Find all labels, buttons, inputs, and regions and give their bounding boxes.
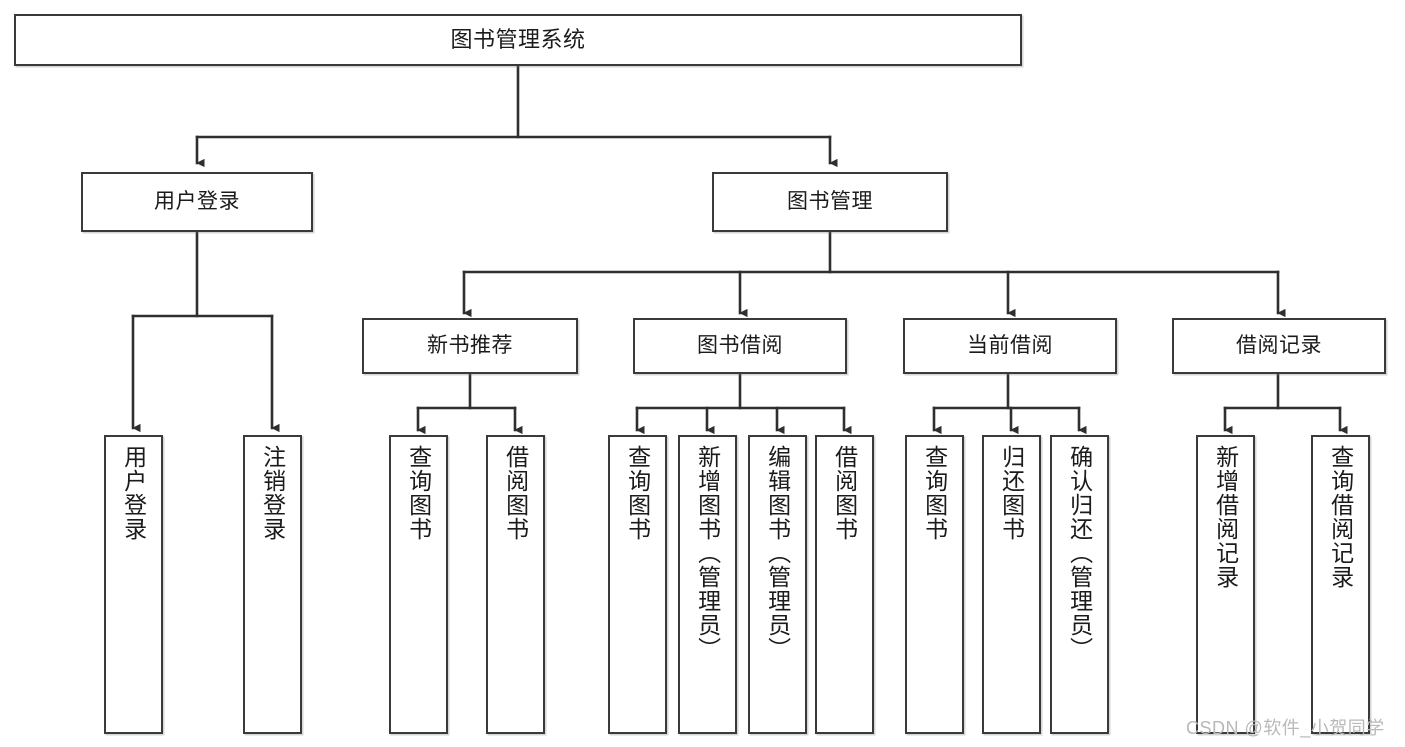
leaf-borrow-book-recommend[interactable]: 借阅图书 bbox=[486, 435, 545, 734]
leaf-return-book[interactable]: 归还图书 bbox=[982, 435, 1041, 734]
node-book-manage[interactable]: 图书管理 bbox=[712, 172, 948, 232]
node-root-system[interactable]: 图书管理系统 bbox=[14, 14, 1022, 66]
leaf-user-login-label: 用户登录 bbox=[120, 445, 147, 541]
node-book-manage-label: 图书管理 bbox=[787, 190, 873, 214]
leaf-query-book-recommend-label: 查询图书 bbox=[405, 445, 432, 541]
leaf-query-borrow-record[interactable]: 查询借阅记录 bbox=[1311, 435, 1370, 734]
node-borrow-record[interactable]: 借阅记录 bbox=[1172, 318, 1386, 374]
leaf-confirm-return-admin-label: 确认归还（管理员） bbox=[1066, 445, 1093, 661]
node-new-book-recommend-label: 新书推荐 bbox=[427, 334, 513, 358]
leaf-query-book-current[interactable]: 查询图书 bbox=[905, 435, 964, 734]
leaf-add-borrow-record[interactable]: 新增借阅记录 bbox=[1196, 435, 1255, 734]
leaf-query-borrow-record-label: 查询借阅记录 bbox=[1327, 445, 1354, 589]
leaf-edit-book-admin-label: 编辑图书（管理员） bbox=[764, 445, 791, 661]
node-borrow-record-label: 借阅记录 bbox=[1236, 334, 1322, 358]
leaf-add-book-admin[interactable]: 新增图书（管理员） bbox=[678, 435, 737, 734]
leaf-query-book-borrow[interactable]: 查询图书 bbox=[608, 435, 667, 734]
leaf-logout[interactable]: 注销登录 bbox=[243, 435, 302, 734]
leaf-query-book-current-label: 查询图书 bbox=[921, 445, 948, 541]
leaf-return-book-label: 归还图书 bbox=[998, 445, 1025, 541]
leaf-logout-label: 注销登录 bbox=[259, 445, 286, 541]
node-new-book-recommend[interactable]: 新书推荐 bbox=[362, 318, 578, 374]
leaf-query-book-recommend[interactable]: 查询图书 bbox=[389, 435, 448, 734]
node-user-login[interactable]: 用户登录 bbox=[81, 172, 313, 232]
node-book-borrow-label: 图书借阅 bbox=[697, 334, 783, 358]
node-user-login-label: 用户登录 bbox=[154, 190, 240, 214]
leaf-borrow-book-borrow[interactable]: 借阅图书 bbox=[815, 435, 874, 734]
leaf-borrow-book-recommend-label: 借阅图书 bbox=[502, 445, 529, 541]
node-current-borrow-label: 当前借阅 bbox=[967, 334, 1053, 358]
leaf-add-borrow-record-label: 新增借阅记录 bbox=[1212, 445, 1239, 589]
node-root-system-label: 图书管理系统 bbox=[450, 26, 586, 52]
watermark-text: CSDN @软件_小贺同学 bbox=[1186, 718, 1385, 738]
leaf-user-login[interactable]: 用户登录 bbox=[104, 435, 163, 734]
leaf-add-book-admin-label: 新增图书（管理员） bbox=[694, 445, 721, 661]
leaf-edit-book-admin[interactable]: 编辑图书（管理员） bbox=[748, 435, 807, 734]
leaf-query-book-borrow-label: 查询图书 bbox=[624, 445, 651, 541]
leaf-borrow-book-borrow-label: 借阅图书 bbox=[831, 445, 858, 541]
node-current-borrow[interactable]: 当前借阅 bbox=[903, 318, 1117, 374]
leaf-confirm-return-admin[interactable]: 确认归还（管理员） bbox=[1050, 435, 1109, 734]
node-book-borrow[interactable]: 图书借阅 bbox=[633, 318, 847, 374]
